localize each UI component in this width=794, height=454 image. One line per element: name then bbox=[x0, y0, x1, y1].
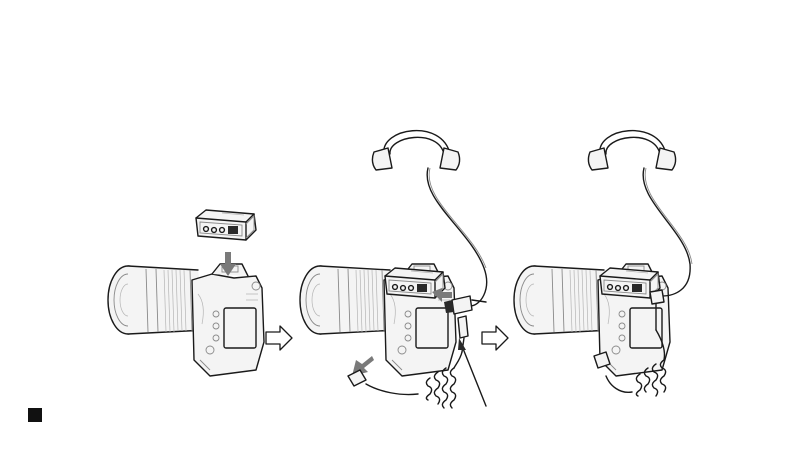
step-3 bbox=[514, 131, 692, 396]
step-2 bbox=[300, 131, 487, 408]
camera-lens-icon bbox=[108, 264, 264, 376]
audio-adapter-icon bbox=[196, 210, 256, 240]
step-1 bbox=[108, 210, 264, 376]
transition-arrow-2 bbox=[482, 326, 508, 350]
headphones-icon bbox=[588, 131, 675, 170]
headphones-icon bbox=[372, 131, 459, 170]
callout-pointer bbox=[458, 338, 486, 406]
transition-arrow-1 bbox=[266, 326, 292, 350]
